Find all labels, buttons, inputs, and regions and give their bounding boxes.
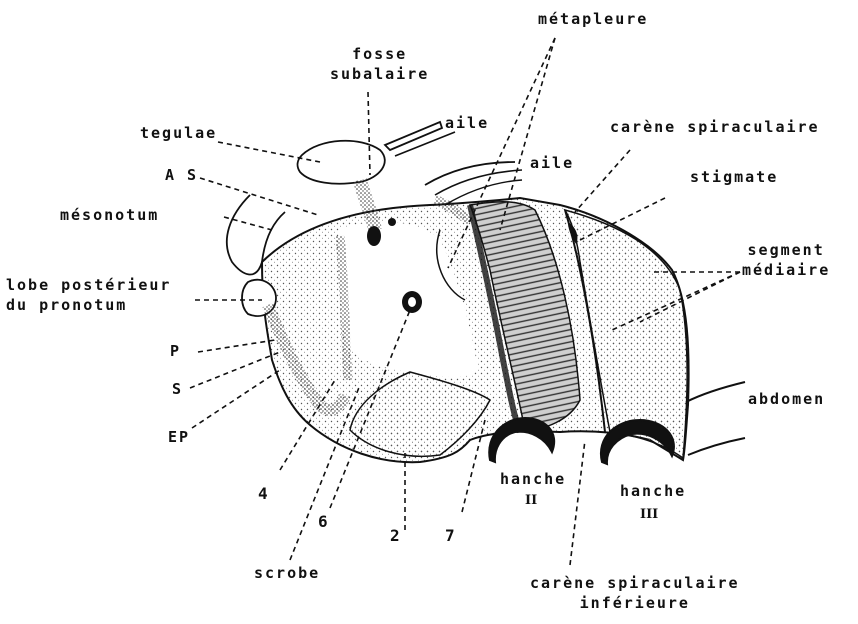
label-abdomen: abdomen (748, 392, 825, 407)
label-num-2: 2 (390, 528, 400, 544)
label-fosse-subalaire: fosse subalaire (330, 44, 429, 84)
label-s: S (172, 382, 183, 397)
label-fosse-line1: fosse (330, 44, 429, 64)
label-segment-line2: médiaire (742, 260, 830, 280)
label-carene-spiraculaire: carène spiraculaire (610, 120, 820, 135)
label-aile-mid: aile (530, 156, 574, 171)
label-stigmate: stigmate (690, 170, 778, 185)
tegula-shape (298, 141, 385, 184)
subalar-pit (367, 226, 381, 246)
label-carene-inf-line2: inférieure (530, 593, 740, 613)
label-hanche-iii: hanche (620, 484, 686, 499)
label-num-6: 6 (318, 514, 328, 530)
wing-base-lower (425, 162, 515, 185)
label-lobe-line2: du pronotum (6, 295, 171, 315)
label-tegulae: tegulae (140, 126, 217, 141)
wing-base-upper (385, 122, 442, 150)
label-metapleure: métapleure (538, 12, 648, 27)
label-mesonotum: mésonotum (60, 208, 159, 223)
label-aile-top: aile (445, 116, 489, 131)
label-carene-inferieure: carène spiraculaire inférieure (530, 573, 740, 613)
label-hanche-ii: hanche (500, 472, 566, 487)
label-hanche-iii-num: III (640, 508, 658, 521)
label-fosse-line2: subalaire (330, 64, 429, 84)
label-lobe-line1: lobe postérieur (6, 275, 171, 295)
label-lobe-posterieur: lobe postérieur du pronotum (6, 275, 171, 315)
abdomen-petiole (686, 382, 745, 402)
label-as: A S (165, 168, 198, 183)
label-carene-inf-line1: carène spiraculaire (530, 573, 740, 593)
label-segment-line1: segment (742, 240, 830, 260)
label-num-7: 7 (445, 528, 455, 544)
label-num-4: 4 (258, 486, 268, 502)
label-p: P (170, 344, 181, 359)
label-hanche-ii-num: II (525, 494, 537, 507)
label-segment-mediaire: segment médiaire (742, 240, 830, 280)
label-scrobe: scrobe (254, 566, 320, 581)
label-ep: EP (168, 430, 190, 445)
